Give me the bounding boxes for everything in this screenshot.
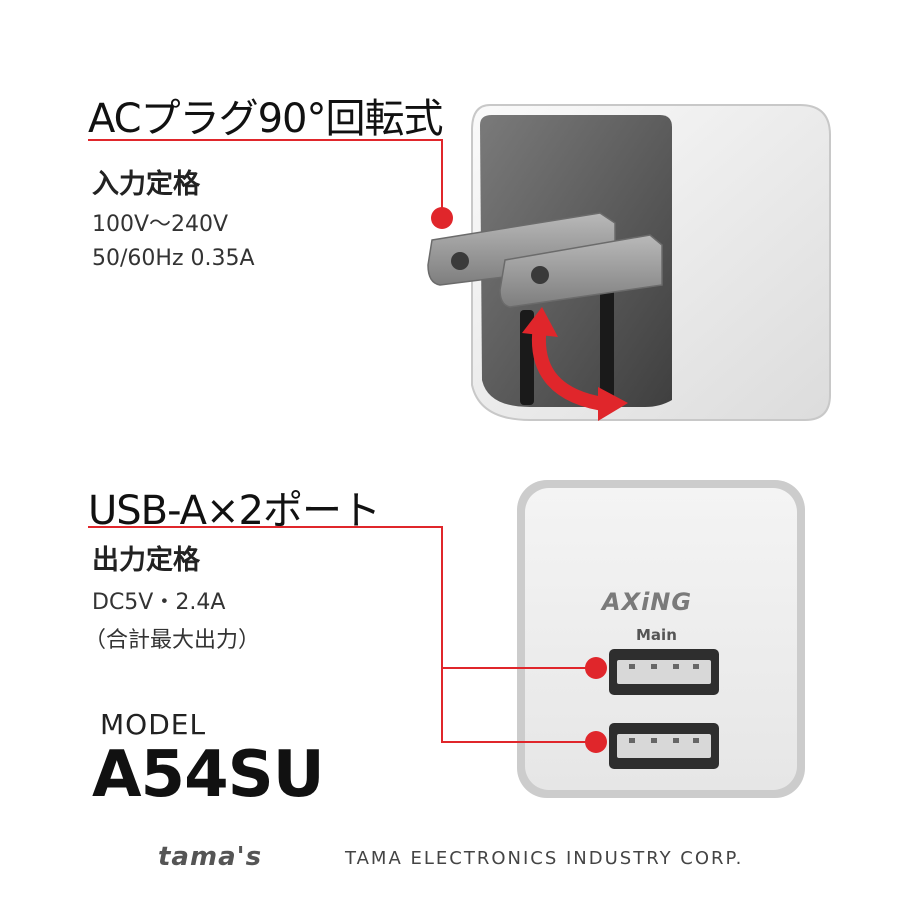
output-voltage-current: DC5V・2.4A [92, 590, 226, 615]
plug-heading: ACプラグ90°回転式 [88, 96, 443, 142]
input-voltage: 100V〜240V [92, 212, 229, 237]
output-rating-heading: 出力定格 [92, 545, 200, 576]
plug-callout-line [88, 139, 443, 218]
charger-front-illustration [517, 480, 805, 798]
usb-callout-dot-main [585, 657, 607, 679]
main-port-label: Main [636, 626, 677, 644]
charger-rear-illustration [427, 104, 831, 421]
company-name: TAMA ELECTRONICS INDUSTRY CORP. [345, 848, 744, 869]
input-rating-heading: 入力定格 [92, 169, 200, 200]
plug-callout-dot [431, 207, 453, 229]
tamas-logo: tama's [158, 842, 263, 872]
model-number: A54SU [92, 738, 325, 812]
usb-callout-dot-second [585, 731, 607, 753]
usb-callout-line-second [441, 668, 596, 743]
output-total-note: （合計最大出力） [84, 628, 261, 653]
input-frequency-current: 50/60Hz 0.35A [92, 246, 255, 271]
axing-brand-logo: AXiNG [602, 588, 693, 616]
usb-callout-line-main [88, 526, 596, 669]
model-label: MODEL [100, 708, 207, 741]
